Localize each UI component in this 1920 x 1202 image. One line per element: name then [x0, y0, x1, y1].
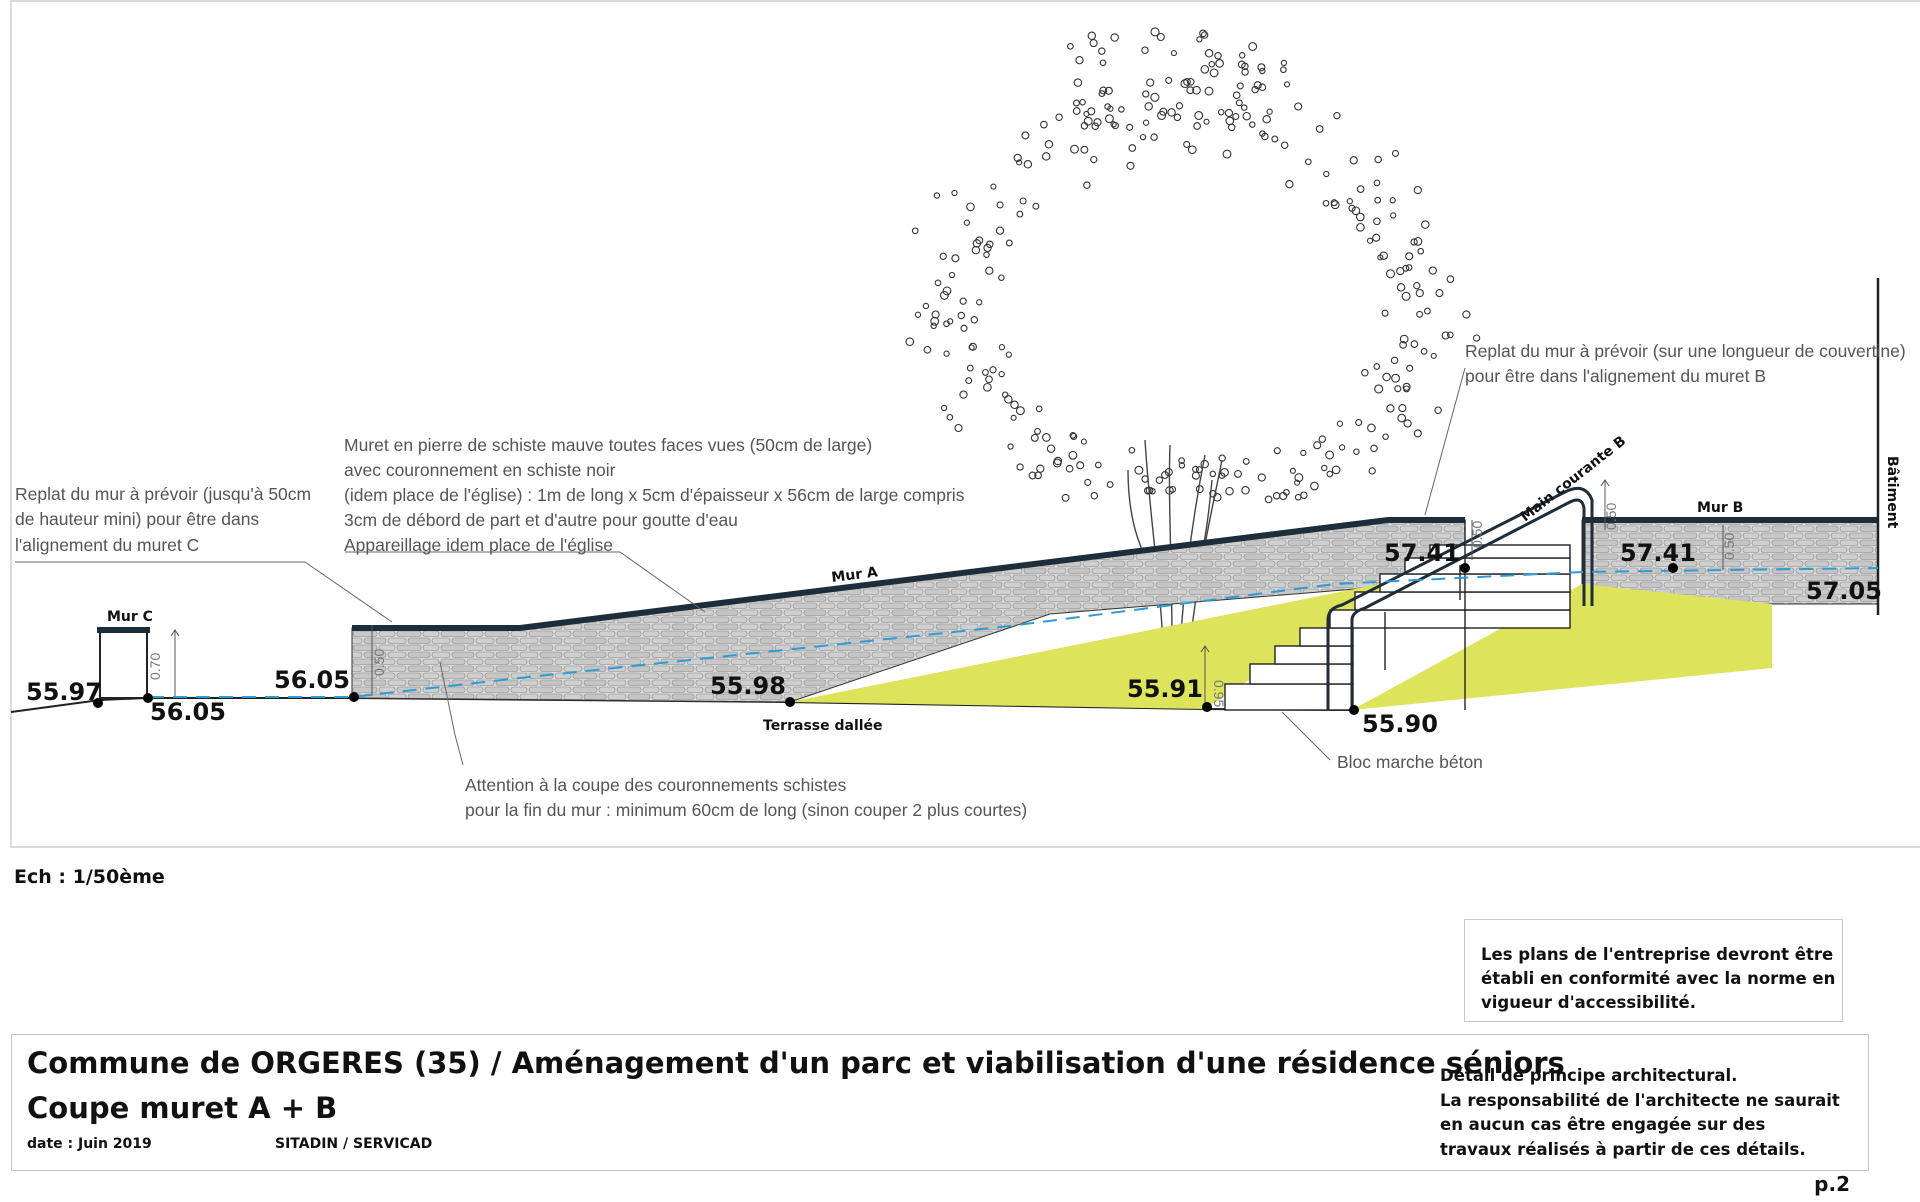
note-replat-c-3: l'alignement du muret C	[15, 535, 199, 555]
page-number: p.2	[1814, 1172, 1850, 1196]
elevation-56-05-a: 56.05	[274, 666, 350, 694]
elevation-55-97: 55.97	[26, 678, 102, 706]
wall-a-coping	[352, 517, 1465, 631]
planting-slope-left	[790, 580, 1400, 709]
elevation-56-05-c: 56.05	[150, 698, 226, 726]
note-muret-5: Appareillage idem place de l'église	[344, 535, 613, 555]
scale-label: Ech : 1/50ème	[14, 866, 165, 888]
concrete-steps	[1224, 520, 1571, 711]
leader-lines	[15, 367, 1466, 766]
note-replat-b-2: pour être dans l'alignement du muret B	[1465, 366, 1766, 386]
dim-050-c: 0.50	[371, 649, 387, 676]
note-muret-2: avec couronnement en schiste noir	[344, 460, 616, 480]
note-attention-1: Attention à la coupe des couronnements s…	[465, 775, 847, 795]
note-bloc-marche: Bloc marche béton	[1337, 752, 1483, 772]
dimension-lines	[170, 479, 1724, 707]
drawing-title: Coupe muret A + B	[27, 1091, 338, 1125]
dim-050-a: 0.50	[1603, 503, 1619, 530]
label-mur-b: Mur B	[1697, 500, 1743, 516]
planting-slope-right	[1352, 584, 1772, 710]
label-batiment: Bâtiment	[1884, 456, 1900, 529]
accessibility-line-1: Les plans de l'entreprise devront être	[1481, 945, 1834, 964]
label-terrasse: Terrasse dallée	[763, 718, 883, 734]
elevation-57-05: 57.05	[1806, 577, 1882, 605]
elevation-55-91: 55.91	[1127, 675, 1203, 703]
elevation-55-98: 55.98	[710, 672, 786, 700]
note-muret-3: (idem place de l'église) : 1m de long x …	[344, 485, 965, 505]
dim-050-d: 0.50	[1469, 521, 1485, 548]
note-replat-b-1: Replat du mur à prévoir (sur une longueu…	[1465, 341, 1906, 361]
title-block	[11, 1034, 1869, 1171]
note-replat-c-2: de hauteur mini) pour être dans	[15, 509, 259, 529]
tree-canopy	[905, 27, 1481, 504]
accessibility-text: Les plans de l'entreprise devront être é…	[1481, 943, 1835, 1015]
water-level-line	[150, 567, 1879, 698]
label-mur-a: Mur A	[831, 564, 879, 586]
elevation-55-90: 55.90	[1362, 710, 1438, 738]
note-muret-1: Muret en pierre de schiste mauve toutes …	[344, 435, 872, 455]
disclaimer-line-4: travaux réalisés à partir de ces détails…	[1440, 1139, 1806, 1159]
dim-095: 0.95	[1211, 680, 1227, 707]
note-muret-4: 3cm de débord de part et d'autre pour go…	[344, 510, 738, 530]
wall-c-coping	[97, 627, 150, 633]
disclaimer: Détail de principe architectural. La res…	[1440, 1064, 1840, 1162]
dim-070: 0.70	[147, 653, 163, 680]
accessibility-line-2: établi en conformité avec la norme en	[1481, 969, 1836, 988]
wall-c	[99, 630, 148, 699]
elevation-points	[93, 563, 1678, 715]
drawing-authors: SITADIN / SERVICAD	[275, 1136, 433, 1152]
drawing-date: date : Juin 2019	[27, 1136, 152, 1152]
dim-050-b: 0.50	[1721, 533, 1737, 560]
drawing-frame	[10, 0, 1920, 848]
disclaimer-line-2: La responsabilité de l'architecte ne sau…	[1440, 1090, 1840, 1110]
disclaimer-line-3: en aucun cas être engagée sur des	[1440, 1115, 1766, 1134]
disclaimer-line-1: Détail de principe architectural.	[1440, 1066, 1738, 1085]
label-mur-c: Mur C	[107, 609, 153, 625]
handrail-b	[1326, 486, 1594, 710]
accessibility-box: Les plans de l'entreprise devront être é…	[1464, 919, 1843, 1022]
project-title: Commune de ORGERES (35) / Aménagement d'…	[27, 1046, 1565, 1080]
note-replat-c-1: Replat du mur à prévoir (jusqu'à 50cm	[15, 484, 311, 504]
accessibility-line-3: vigueur d'accessibilité.	[1481, 993, 1696, 1012]
note-attention-2: pour la fin du mur : minimum 60cm de lon…	[465, 800, 1027, 820]
elevation-57-41-a: 57.41	[1384, 539, 1460, 567]
elevation-57-41-b: 57.41	[1620, 539, 1696, 567]
